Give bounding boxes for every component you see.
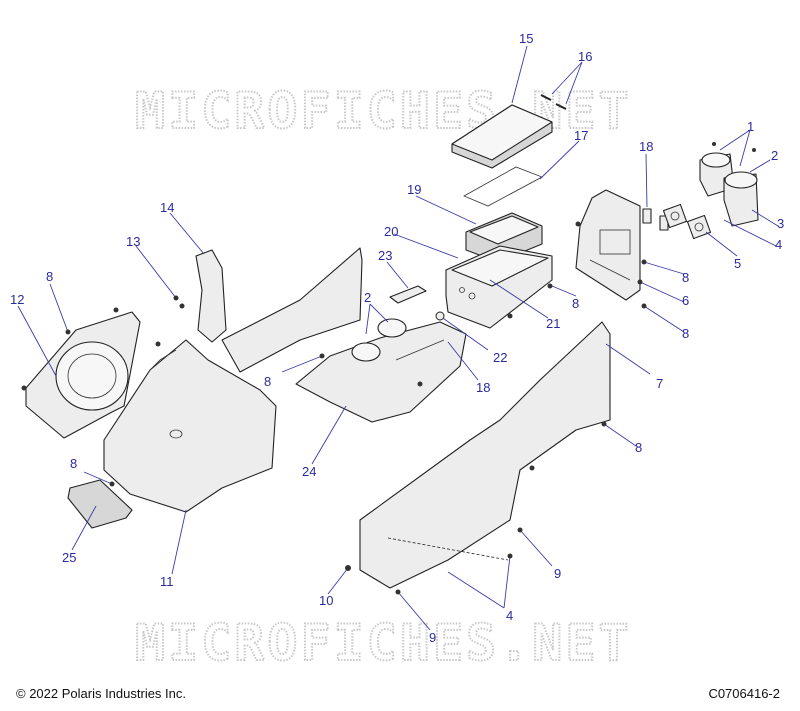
part-20-console-bin [445,245,553,329]
callout-2-upper: 2 [771,148,778,163]
callout-11: 11 [160,574,174,589]
callout-2-console: 2 [364,290,371,305]
callout-leaders [17,45,779,631]
watermark-top: MICROFICHES.NET [135,82,632,140]
callout-22: 22 [493,350,507,365]
part-15-console-lid [451,104,553,169]
callout-8-console: 8 [264,374,271,389]
callout-17: 17 [574,128,588,143]
callout-4-lower: 4 [506,608,513,623]
callout-8-bin: 8 [572,296,579,311]
callout-21: 21 [546,316,560,331]
part-11-lower-housing [103,339,277,513]
part-14-shifter-bracket [195,249,227,343]
callout-24: 24 [302,464,316,479]
part-23-bracket [389,285,427,304]
callout-8-side: 8 [635,440,642,455]
part-7-right-side-panel [359,321,611,589]
callout-23: 23 [378,248,392,263]
callout-13: 13 [126,234,140,249]
callout-15: 15 [519,31,533,46]
callout-14: 14 [160,200,174,215]
callout-4-upper: 4 [775,237,782,252]
callout-19: 19 [407,182,421,197]
callout-9-upper: 9 [554,566,561,581]
part-24-center-console [295,318,467,423]
callout-20: 20 [384,224,398,239]
callout-labels: 15 16 17 18 1 2 3 4 5 19 20 23 14 13 8 1… [10,31,784,645]
part-4-5-switch-panel [662,203,712,240]
drawing-code: C0706416-2 [708,686,780,701]
callout-3: 3 [777,216,784,231]
part-12-speaker-panel [25,311,141,439]
callout-5: 5 [734,256,741,271]
callout-25: 25 [62,550,76,565]
part-18-clip-upper [642,208,652,224]
part-17-seal [463,166,543,207]
callout-8-panel-a: 8 [682,270,689,285]
watermark-bottom: MICROFICHES.NET [135,614,632,672]
callout-8-pad: 8 [70,456,77,471]
callout-8-speaker: 8 [46,269,53,284]
callout-18-lower: 18 [476,380,490,395]
part-19-storage-tray [465,212,543,263]
part-25-pad [67,479,133,529]
fasteners [21,142,756,595]
callout-10: 10 [319,593,333,608]
callout-1: 1 [747,119,754,134]
callout-16: 16 [578,49,592,64]
callout-7: 7 [656,376,663,391]
copyright-text: © 2022 Polaris Industries Inc. [16,686,186,701]
part-6-rear-panel [575,189,641,301]
callout-9-lower: 9 [429,630,436,645]
callout-6: 6 [682,293,689,308]
callout-18-upper: 18 [639,139,653,154]
part-left-side-panel [221,247,363,373]
part-1-3-cupholder-inserts [699,152,759,227]
callout-8-panel-b: 8 [682,326,689,341]
callout-12: 12 [10,292,24,307]
part-16-screws [540,94,567,110]
